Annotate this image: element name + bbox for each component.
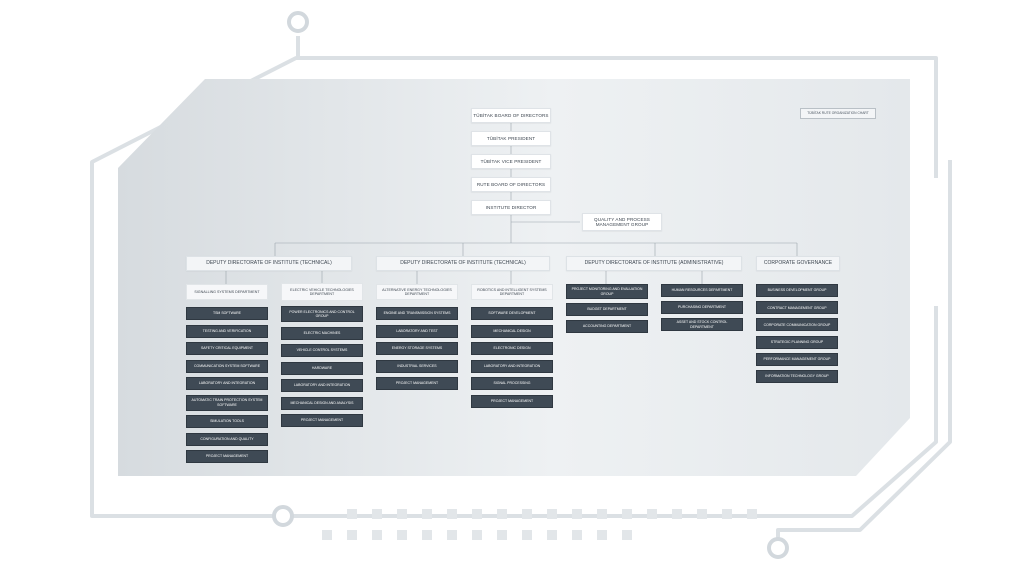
department-unit-box: LABORATORY AND INTEGRATION	[471, 359, 553, 373]
governance-unit-box: CORPORATE COMMUNICATION GROUP	[756, 318, 838, 332]
admin-unit-box: PROJECT MONITORING AND EVALUATION GROUP	[566, 284, 648, 299]
department-unit-box: TSM SOFTWARE	[186, 307, 268, 320]
top-chain-box: RUTE BOARD OF DIRECTORS	[471, 177, 551, 192]
deputy-directorate-box: DEPUTY DIRECTORATE OF INSTITUTE (TECHNIC…	[376, 256, 550, 271]
top-chain-box: TÜBİTAK BOARD OF DIRECTORS	[471, 108, 551, 123]
department-unit-box: TESTING AND VERIFICATION	[186, 324, 268, 338]
admin-unit-box: PURCHASING DEPARTMENT	[661, 301, 743, 314]
governance-unit-box: STRATEGIC PLANNING GROUP	[756, 335, 838, 349]
department-unit-box: SIMULATION TOOLS	[186, 415, 268, 428]
department-unit-box: ENERGY STORAGE SYSTEMS	[376, 342, 458, 355]
department-box: ROBOTICS AND INTELLIGENT SYSTEMS DEPARTM…	[471, 284, 553, 300]
deputy-directorate-box: DEPUTY DIRECTORATE OF INSTITUTE (TECHNIC…	[186, 256, 352, 271]
top-chain-box: TÜBİTAK VICE PRESIDENT	[471, 154, 551, 169]
admin-unit-box: HUMAN RESOURCES DEPARTMENT	[661, 284, 743, 297]
top-chain-box: INSTITUTE DIRECTOR	[471, 200, 551, 215]
circuit-line-bottom-right	[290, 306, 938, 518]
department-unit-box: VEHICLE CONTROL SYSTEMS	[281, 344, 363, 357]
department-unit-box: AUTOMATIC TRAIN PROTECTION SYSTEM SOFTWA…	[186, 394, 268, 411]
governance-unit-box: PERFORMANCE MANAGEMENT GROUP	[756, 352, 838, 366]
deputy-directorate-box: CORPORATE GOVERNANCE	[756, 256, 840, 271]
department-unit-box: INDUSTRIAL SERVICES	[376, 359, 458, 373]
department-box: ALTERNATIVE ENERGY TECHNOLOGIES DEPARTME…	[376, 284, 458, 300]
department-unit-box: ENGINE AND TRANSMISSION SYSTEMS	[376, 307, 458, 320]
circuit-node-right	[767, 537, 789, 559]
deputy-directorate-box: DEPUTY DIRECTORATE OF INSTITUTE (ADMINIS…	[566, 256, 742, 271]
department-unit-box: LABORATORY AND INTEGRATION	[186, 377, 268, 390]
admin-unit-box: BUDGET DEPARTMENT	[566, 303, 648, 316]
department-unit-box: MECHANICAL DESIGN	[471, 324, 553, 338]
department-unit-box: PROJECT MANAGEMENT	[281, 414, 363, 427]
department-unit-box: PROJECT MANAGEMENT	[376, 377, 458, 390]
department-unit-box: SAFETY CRITICAL EQUIPMENT	[186, 342, 268, 355]
circuit-line-bottom-node	[776, 160, 952, 538]
department-unit-box: PROJECT MANAGEMENT	[186, 450, 268, 463]
department-unit-box: PROJECT MANAGEMENT	[471, 394, 553, 408]
department-unit-box: SOFTWARE DEVELOPMENT	[471, 307, 553, 320]
governance-unit-box: CONTRACT MANAGEMENT GROUP	[756, 301, 838, 315]
department-unit-box: SIGNAL PROCESSING	[471, 377, 553, 390]
circuit-node-top	[287, 11, 309, 33]
quality-group-box: QUALITY AND PROCESS MANAGEMENT GROUP	[582, 213, 662, 231]
circuit-line-top-right	[298, 56, 938, 178]
org-connectors	[225, 123, 798, 284]
governance-unit-box: BUSINESS DEVELOPMENT GROUP	[756, 284, 838, 297]
department-unit-box: LABORATORY AND TEST	[376, 324, 458, 338]
department-unit-box: HARDWARE	[281, 361, 363, 375]
department-box: SIGNALLING SYSTEMS DEPARTMENT	[186, 284, 268, 300]
admin-unit-box: ACCOUNTING DEPARTMENT	[566, 320, 648, 333]
admin-unit-box: ASSET AND STOCK CONTROL DEPARTMENT	[661, 318, 743, 331]
governance-unit-box: INFORMATION TECHNOLOGY GROUP	[756, 370, 838, 383]
department-unit-box: LABORATORY AND INTEGRATION	[281, 379, 363, 392]
department-box: ELECTRIC VEHICLE TECHNOLOGIES DEPARTMENT	[281, 283, 363, 301]
department-unit-box: ELECTRONIC DESIGN	[471, 342, 553, 355]
top-chain-box: TÜBİTAK PRESIDENT	[471, 131, 551, 146]
circuit-node-left	[272, 505, 294, 527]
department-unit-box: MECHANICAL DESIGN AND ANALYSIS	[281, 396, 363, 410]
chart-legend: TÜBİTAK RUTE ORGANIZATION CHART	[800, 108, 876, 119]
chart-panel	[118, 79, 910, 476]
department-unit-box: POWER ELECTRONICS AND CONTROL GROUP	[281, 306, 363, 322]
decorative-squares	[322, 509, 757, 540]
department-unit-box: ELECTRIC MACHINES	[281, 326, 363, 340]
department-unit-box: COMMUNICATION SYSTEM SOFTWARE	[186, 359, 268, 373]
department-unit-box: CONFIGURATION AND QUALITY	[186, 432, 268, 446]
